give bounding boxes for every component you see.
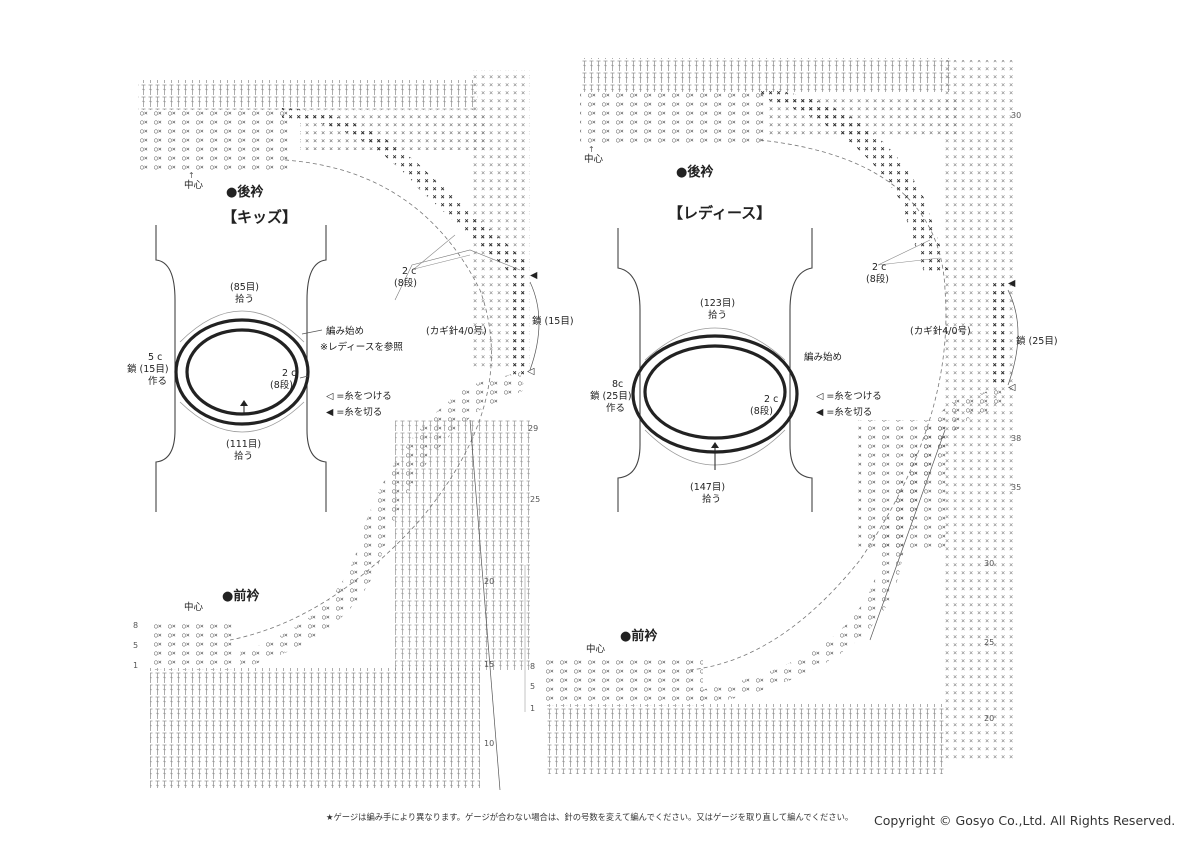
ladies-rows-b: (8段): [866, 273, 889, 285]
ladies-rows-a: 2 c: [872, 262, 886, 273]
kids-edge-a: 2 c: [282, 368, 296, 379]
ladies-bottom-count: (147目): [690, 482, 725, 493]
kids-labels: ↑ 中心 ●後衿 【キッズ】 (85目) 拾う 編み始め ※レディースを参照 5…: [127, 171, 574, 748]
ladies-bottom-pick: 拾う: [702, 493, 721, 505]
kids-chain-c: 作る: [148, 375, 167, 387]
kids-rows-b: (8段): [394, 277, 417, 289]
kids-row-29: 29: [528, 424, 538, 433]
kids-hook: (カギ針4/0号): [426, 325, 487, 337]
ladies-chain-a: 8c: [612, 379, 623, 390]
kids-top-count: (85目): [230, 282, 259, 293]
kids-chain-a: 5 c: [148, 352, 162, 363]
copyright: Copyright © Gosyo Co.,Ltd. All Rights Re…: [874, 813, 1176, 828]
kids-chain-b: 鎖 (15目): [127, 363, 169, 375]
ladies-row-25: 25: [984, 638, 994, 647]
kids-start: 編み始め: [326, 325, 364, 337]
ladies-row-30: 30: [984, 559, 994, 568]
ladies-front-row-5: 5: [530, 682, 535, 691]
ladies-front-side: [858, 420, 948, 550]
ladies-start: 編み始め: [804, 351, 842, 363]
kids-side-band: [510, 280, 524, 375]
ladies-back-band: [760, 88, 948, 275]
ladies-back-sc-rows: [580, 92, 765, 144]
ladies-join-mark: ◁: [1008, 382, 1016, 393]
ladies-center-front: 中心: [586, 643, 606, 655]
kids-chart: [138, 70, 540, 791]
ladies-row-38: 38: [1011, 434, 1021, 443]
ladies-row-20: 20: [984, 714, 994, 723]
kids-back-band: [282, 108, 530, 282]
kids-shaping-line: [394, 249, 521, 301]
ladies-top-pick: 拾う: [708, 309, 727, 321]
kids-schematic: [155, 225, 327, 512]
kids-row-15: 15: [484, 660, 494, 669]
ladies-front-start: [543, 660, 703, 706]
kids-front-side: [395, 420, 530, 670]
ladies-row-30-top: 30: [1011, 111, 1021, 120]
kids-row-10: 10: [484, 739, 494, 748]
kids-join-mark: ◁: [527, 366, 535, 377]
ladies-front-body: [545, 704, 945, 774]
ladies-legend-join: ◁ =糸をつける: [816, 390, 882, 402]
kids-neck-guide: [229, 159, 492, 641]
kids-start-note: ※レディースを参照: [320, 341, 403, 353]
ladies-chart: [524, 58, 1019, 774]
ladies-center-back: 中心: [584, 153, 604, 165]
kids-edge-line: [469, 419, 501, 791]
kids-back-dc-rows: [138, 80, 478, 110]
kids-legend-join: ◁ =糸をつける: [326, 390, 392, 402]
ladies-front-row-8: 8: [530, 662, 535, 671]
ladies-edge-a: 2 c: [764, 394, 778, 405]
kids-front-start: [148, 620, 238, 670]
ladies-edge-line: [869, 429, 946, 641]
ladies-side-band: [990, 282, 1006, 387]
ladies-back-label: ●後衿: [676, 164, 713, 180]
kids-center-back: 中心: [184, 179, 204, 191]
ladies-chain-b: 鎖 (25目): [590, 390, 632, 402]
kids-side-chain: 鎖 (15目): [532, 315, 574, 327]
kids-front-row-1: 1: [133, 661, 138, 670]
ladies-top-count: (123目): [700, 298, 735, 309]
kids-bottom-pick: 拾う: [234, 450, 253, 462]
ladies-legend-cut: ◀ =糸を切る: [816, 406, 872, 418]
kids-legend-cut: ◀ =糸を切る: [326, 406, 382, 418]
ladies-title: 【レディース】: [668, 204, 771, 222]
ladies-chain-c: 作る: [606, 402, 625, 414]
ladies-cut-mark: ◀: [1008, 278, 1016, 289]
ladies-front-row-1: 1: [530, 704, 535, 713]
ladies-front-label: ●前衿: [620, 628, 657, 644]
kids-center-back-arrow: ↑: [188, 171, 195, 180]
ladies-back-dc-rows: [582, 58, 952, 92]
ladies-labels: ↑ 中心 ●後衿 【レディース】 (123目) 拾う 編み始め 8c 鎖 (25…: [530, 111, 1058, 723]
kids-row-25: 25: [530, 495, 540, 504]
kids-front-label: ●前衿: [222, 588, 259, 604]
kids-front-band: [240, 372, 525, 668]
ladies-schematic: [617, 228, 813, 512]
kids-edge-b: (8段): [270, 379, 293, 391]
kids-cut-mark: ◀: [530, 270, 538, 281]
kids-front-body: [150, 668, 480, 788]
kids-back-label: ●後衿: [226, 184, 263, 200]
kids-bottom-count: (111目): [226, 439, 261, 450]
kids-row-20: 20: [484, 577, 494, 586]
ladies-side-chain: 鎖 (25目): [1016, 335, 1058, 347]
kids-title: 【キッズ】: [222, 208, 297, 226]
ladies-edge-b: (8段): [750, 405, 773, 417]
ladies-row-35: 35: [1011, 483, 1021, 492]
kids-front-row-5: 5: [133, 641, 138, 650]
gauge-note: ★ゲージは編み手により異なります。ゲージが合わない場合は、針の号数を変えて編んで…: [326, 812, 854, 822]
kids-top-pick: 拾う: [235, 293, 254, 305]
kids-center-front: 中心: [184, 601, 204, 613]
ladies-hook: (カギ針4/0号): [910, 325, 971, 337]
kids-back-sc-rows: [138, 110, 288, 172]
ladies-center-back-arrow: ↑: [588, 145, 595, 154]
ladies-neck-guide: [689, 139, 947, 671]
kids-front-row-8: 8: [133, 621, 138, 630]
kids-rows-a: 2 c: [402, 266, 416, 277]
